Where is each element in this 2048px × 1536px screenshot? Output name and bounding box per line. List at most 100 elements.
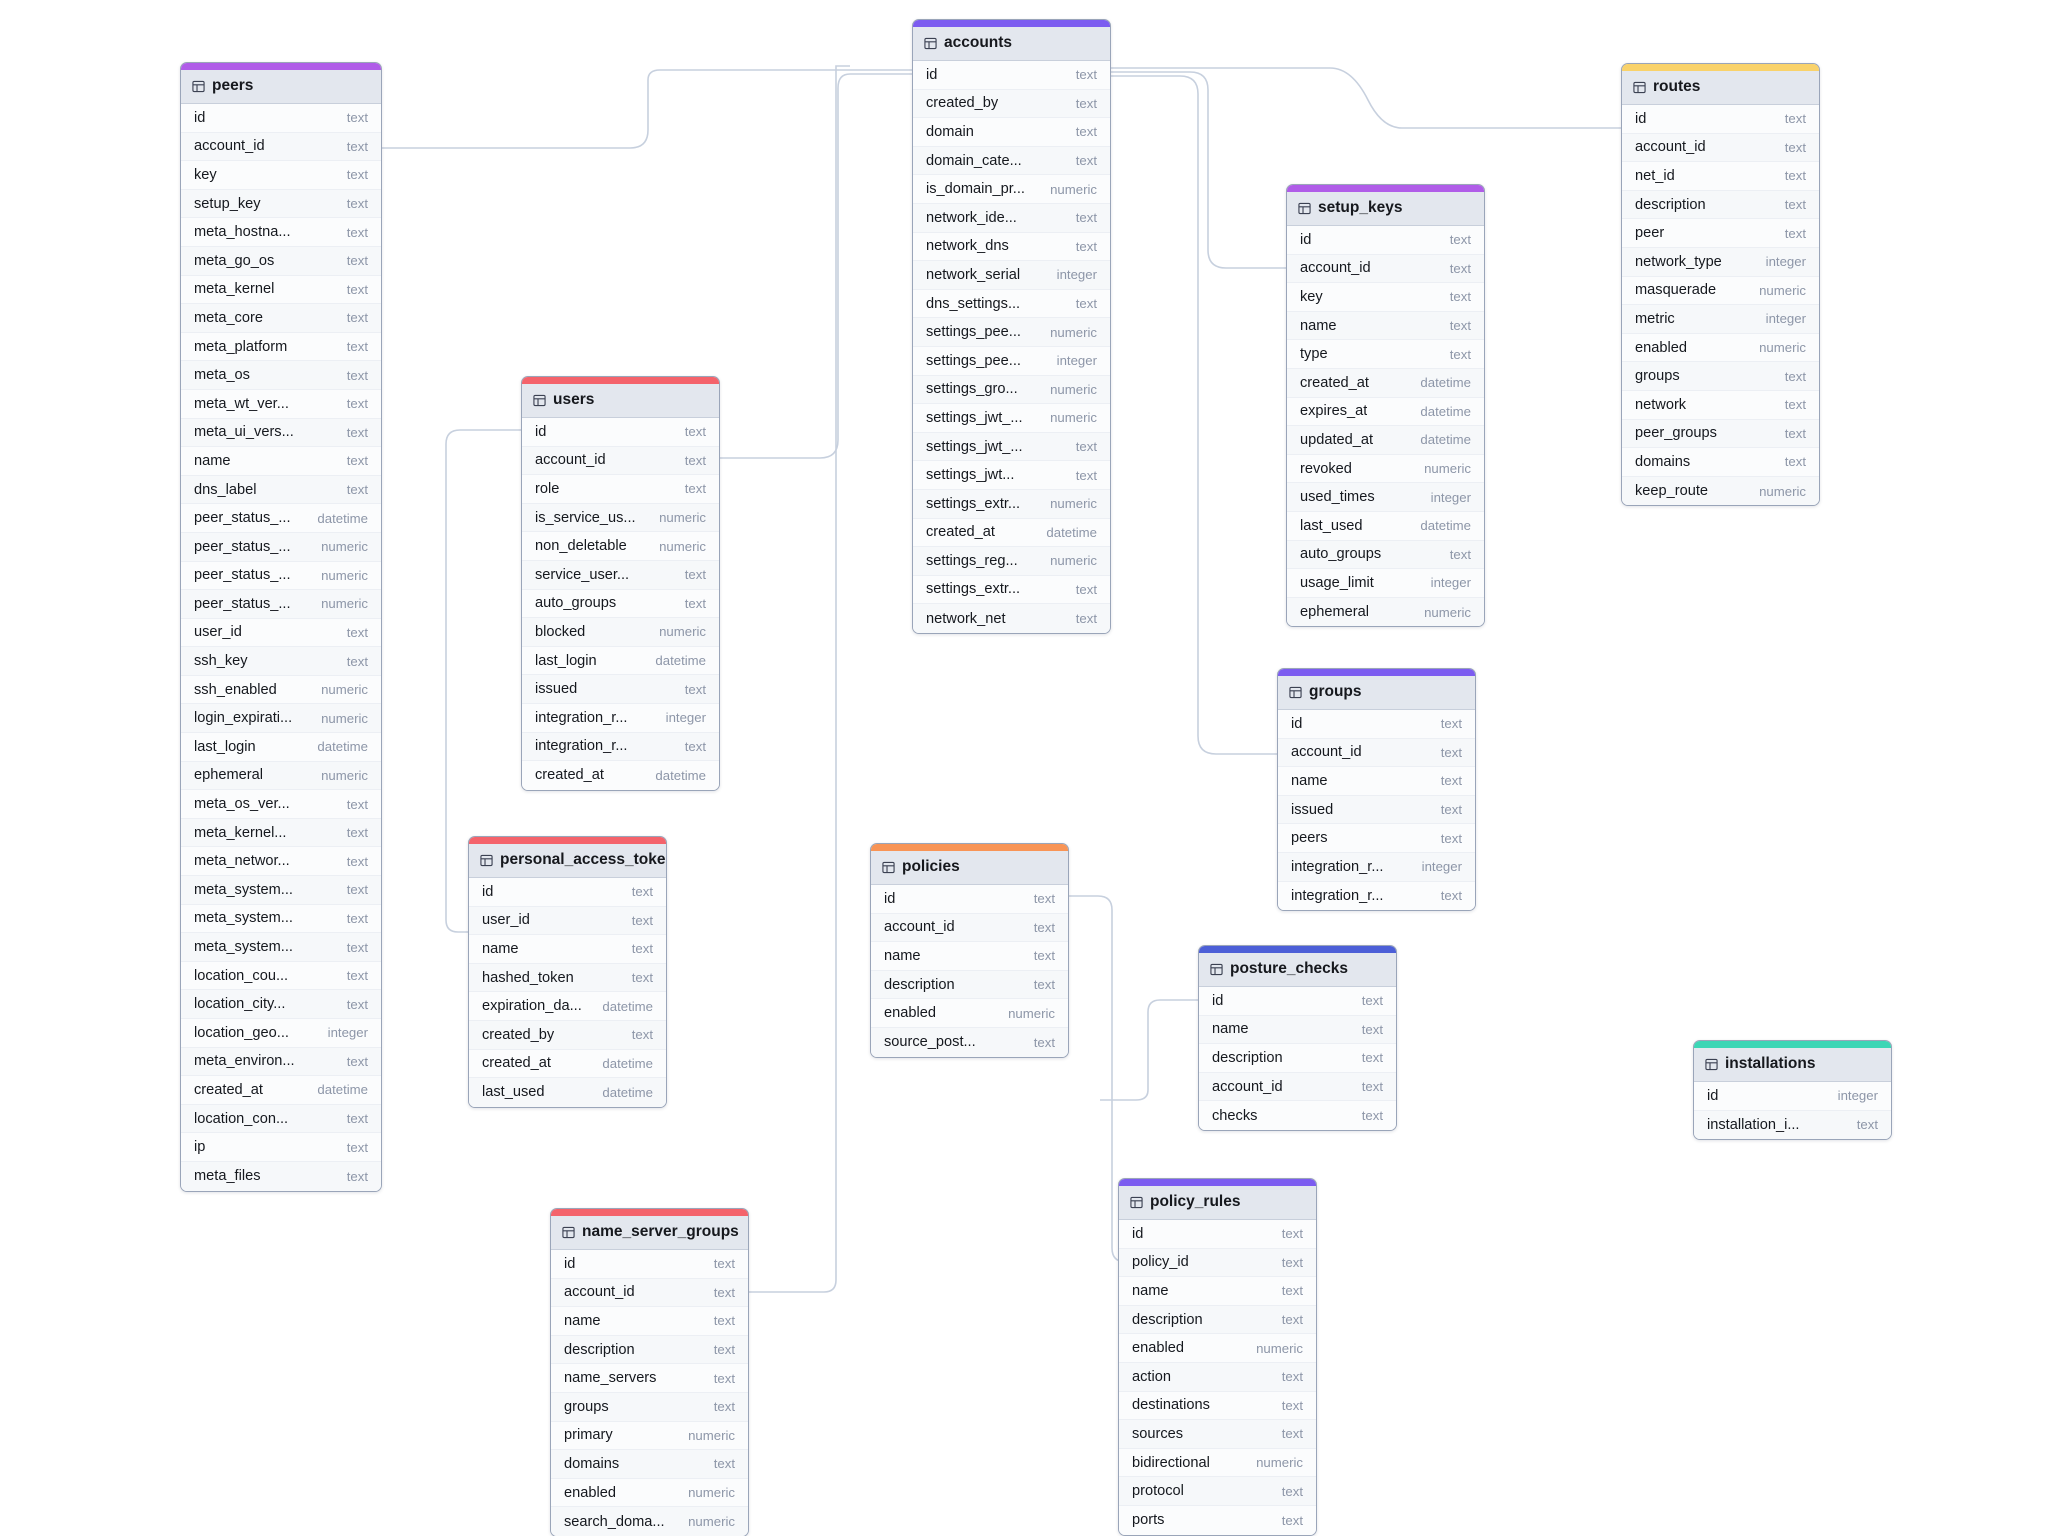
field-row[interactable]: settings_pee...numeric [913, 318, 1110, 347]
field-row[interactable]: search_doma...numeric [551, 1507, 748, 1536]
field-row[interactable]: meta_kernel...text [181, 818, 381, 848]
table-header[interactable]: personal_access_tokens [469, 844, 666, 878]
table-header[interactable]: groups [1278, 676, 1475, 710]
field-row[interactable]: meta_networ...text [181, 847, 381, 877]
field-row[interactable]: integration_r...integer [522, 703, 719, 733]
field-row[interactable]: is_domain_pr...numeric [913, 175, 1110, 204]
field-row[interactable]: settings_jwt_...text [913, 432, 1110, 462]
field-row[interactable]: meta_system...text [181, 904, 381, 934]
field-row[interactable]: location_con...text [181, 1104, 381, 1134]
field-row[interactable]: settings_extr...numeric [913, 489, 1110, 519]
field-row[interactable]: installation_i...text [1694, 1110, 1891, 1140]
field-row[interactable]: network_ide...text [913, 203, 1110, 233]
field-row[interactable]: source_post...text [871, 1027, 1068, 1057]
field-row[interactable]: domain_cate...text [913, 146, 1110, 176]
field-row[interactable]: location_geo...integer [181, 1019, 381, 1048]
field-row[interactable]: meta_system...text [181, 876, 381, 905]
field-row[interactable]: settings_reg...numeric [913, 547, 1110, 576]
field-row[interactable]: peer_status_...numeric [181, 532, 381, 562]
field-row[interactable]: peer_status_...numeric [181, 590, 381, 619]
field-row[interactable]: settings_gro...numeric [913, 375, 1110, 405]
table-header[interactable]: policy_rules [1119, 1186, 1316, 1220]
field-row[interactable]: meta_environ...text [181, 1047, 381, 1077]
table-header[interactable]: accounts [913, 27, 1110, 61]
field-row[interactable]: meta_os_ver...text [181, 790, 381, 819]
field-row[interactable]: settings_jwt...text [913, 461, 1110, 490]
table-header[interactable]: peers [181, 70, 381, 104]
field-row[interactable]: expiration_da...datetime [469, 992, 666, 1021]
field-row[interactable]: service_user...text [522, 560, 719, 590]
table-header[interactable]: policies [871, 851, 1068, 885]
table-header[interactable]: installations [1694, 1048, 1891, 1082]
